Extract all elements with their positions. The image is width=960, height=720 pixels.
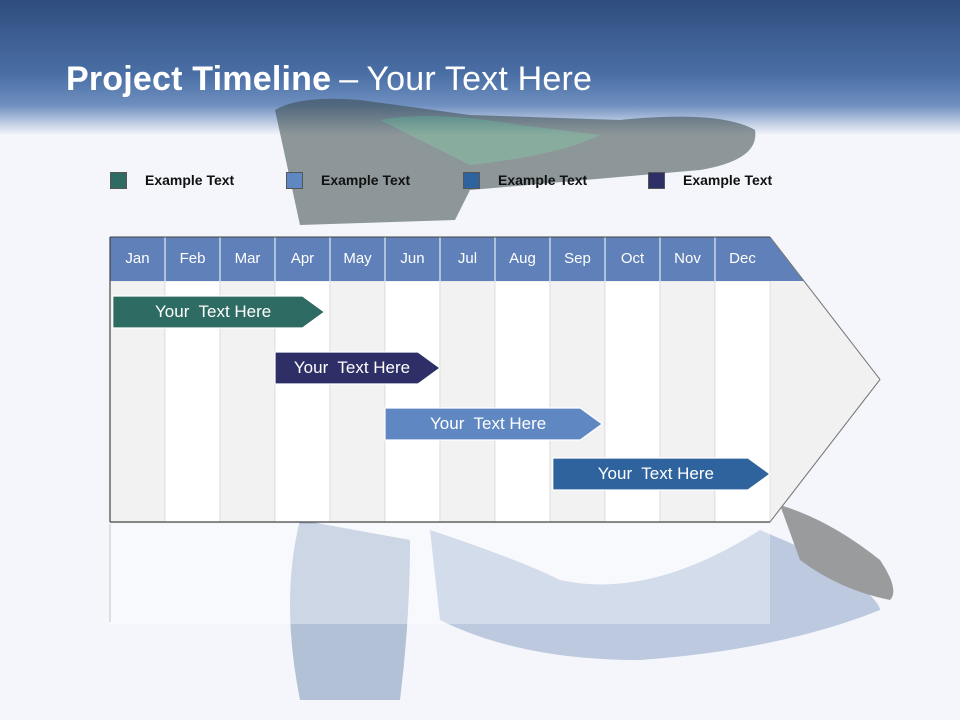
title-rest: Your Text Here	[366, 60, 593, 98]
legend-swatch	[110, 171, 127, 189]
legend-item-2: Example Text	[286, 170, 410, 190]
task-label-1: Your Text Here	[155, 302, 272, 321]
month-label-sep: Sep	[564, 250, 591, 267]
legend-swatch	[463, 171, 480, 189]
timeline-reflection	[110, 524, 770, 624]
legend-item-1: Example Text	[110, 170, 234, 190]
month-label-aug: Aug	[509, 250, 536, 267]
legend-swatch	[648, 171, 665, 189]
month-label-mar: Mar	[234, 250, 261, 267]
legend-label: Example Text	[145, 172, 235, 188]
task-arrow-1	[112, 295, 326, 329]
month-label-may: May	[343, 250, 372, 267]
month-label-jan: Jan	[125, 250, 150, 267]
task-label-2: Your Text Here	[293, 358, 411, 377]
month-column	[439, 280, 496, 523]
month-column	[329, 280, 386, 523]
month-label-feb: Feb	[179, 250, 206, 267]
legend-label: Example Text	[498, 172, 588, 188]
month-label-jul: Jul	[457, 250, 478, 267]
month-column	[384, 280, 441, 523]
title-separator: –	[339, 60, 359, 98]
arrow-upper-edge	[769, 236, 881, 380]
legend-item-4: Example Text	[648, 170, 772, 190]
task-arrow-3	[384, 407, 604, 441]
month-column	[494, 280, 551, 523]
task-label-3: Your Text Here	[430, 414, 547, 433]
month-label-apr: Apr	[290, 250, 315, 267]
month-label-jun: Jun	[400, 250, 425, 267]
month-label-dec: Dec	[729, 250, 756, 267]
task-label-4: Your Text Here	[597, 464, 714, 483]
slide-title: Project Timeline–Your Text Here	[66, 60, 592, 99]
legend-label: Example Text	[683, 172, 773, 188]
title-bold: Project Timeline	[66, 60, 332, 98]
task-arrow-4	[552, 457, 772, 491]
month-label-oct: Oct	[620, 250, 645, 267]
legend-swatch	[286, 171, 303, 189]
arrow-lower-edge	[769, 379, 881, 523]
legend-label: Example Text	[321, 172, 411, 188]
month-label-nov: Nov	[674, 250, 701, 267]
task-arrow-2	[274, 351, 442, 385]
legend-item-3: Example Text	[463, 170, 587, 190]
